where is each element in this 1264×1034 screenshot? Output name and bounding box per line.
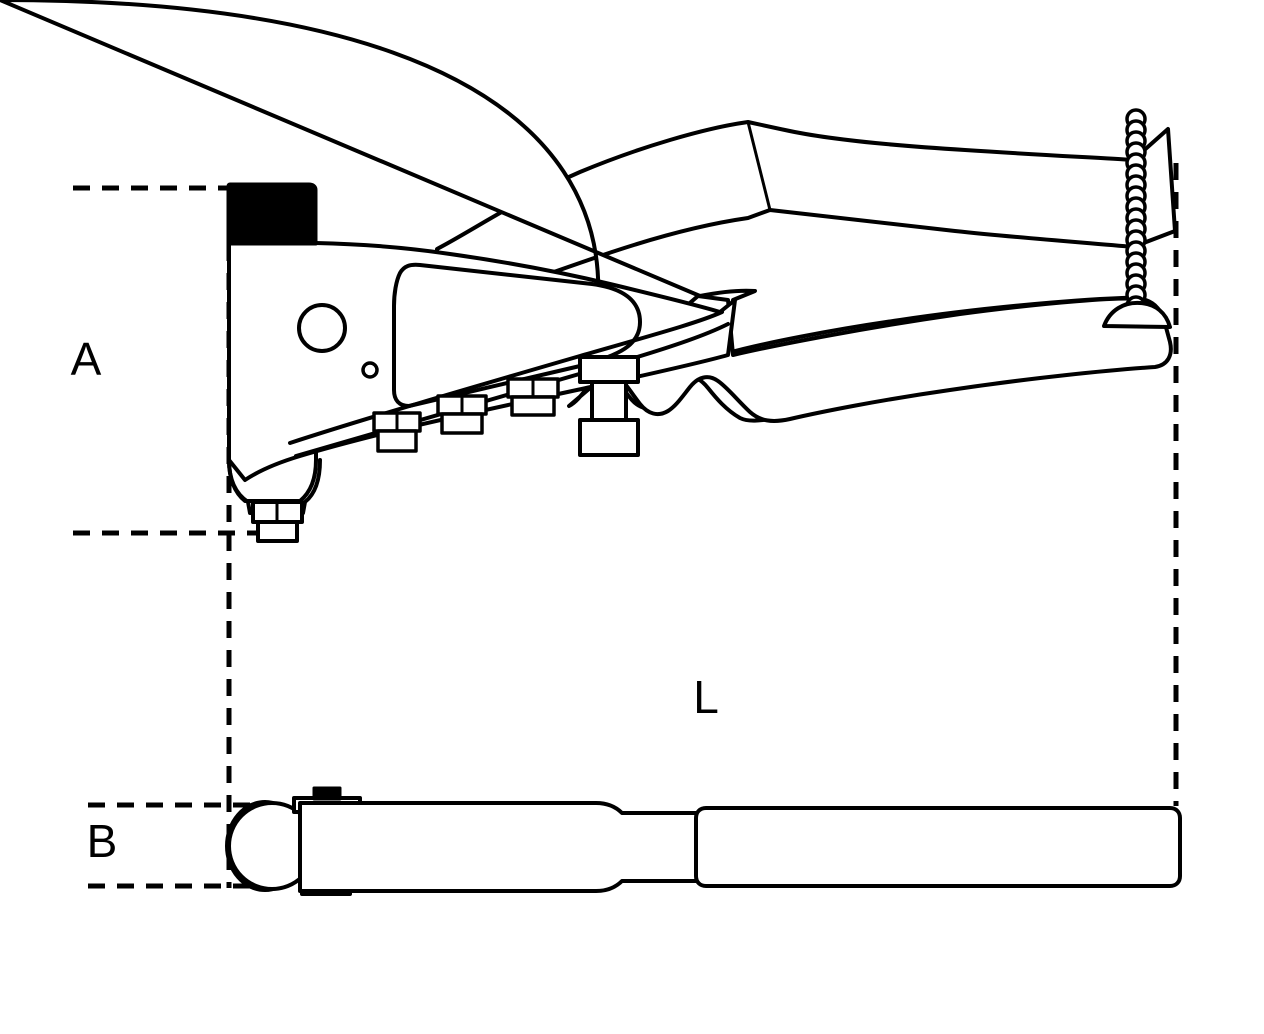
- bottom-top-button: [312, 786, 342, 801]
- nozzle-3-shank: [510, 395, 556, 417]
- dimension-labels: A B L: [71, 333, 719, 867]
- chain-anchor: [1102, 300, 1172, 329]
- nozzle-4-head: [578, 355, 640, 384]
- bottom-handle-right-block: [694, 806, 1182, 888]
- trigger-lever: [392, 262, 642, 408]
- body-lower-contour: [288, 310, 724, 445]
- body-lower-contour-2: [294, 322, 730, 458]
- nozzle-set: [372, 355, 640, 457]
- pivot-hole-icon: [297, 303, 347, 353]
- dimension-label-l: L: [693, 671, 719, 723]
- pin-hole-icon: [361, 361, 379, 379]
- rear-cap-shoulder: [226, 182, 250, 246]
- bottom-view: [225, 786, 1182, 896]
- upper-handle-crease: [746, 120, 772, 212]
- dimension-label-a: A: [71, 333, 102, 385]
- bead-chain: [1125, 108, 1147, 328]
- side-view: [0, 0, 1177, 543]
- nozzle-1-shank: [376, 429, 418, 453]
- dimension-label-b: B: [87, 815, 118, 867]
- nozzle-4-cap: [578, 418, 640, 457]
- nose-tip-body: [256, 520, 299, 543]
- nozzle-4-shank: [590, 380, 628, 422]
- bottom-handle-outer: [298, 801, 718, 893]
- nozzle-2-shank: [440, 412, 484, 435]
